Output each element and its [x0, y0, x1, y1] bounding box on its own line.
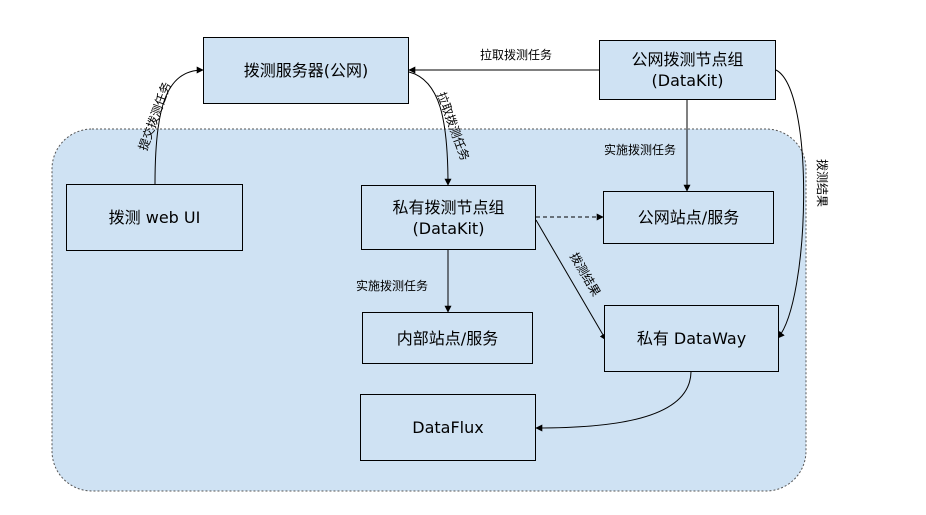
edge-result-right	[775, 69, 805, 339]
edge-label-pull-task-top: 拉取拨测任务	[480, 48, 553, 62]
edge-pull-task-down	[408, 71, 452, 186]
edge-submit-task	[154, 66, 204, 185]
public-site-node: 公网站点/服务	[603, 191, 774, 244]
edge-label-exec-task-internal: 实施拨测任务	[356, 279, 429, 293]
edge-result-mid	[535, 219, 607, 341]
public-probe-group-node: 公网拨测节点组 (DataKit)	[599, 40, 776, 100]
dataflux-label: DataFlux	[412, 418, 484, 437]
private-dataway-node: 私有 DataWay	[604, 305, 779, 372]
edge-label-result-right: 拨测结果	[815, 158, 829, 207]
web-ui-node: 拨测 web UI	[66, 184, 243, 251]
internal-site-node: 内部站点/服务	[362, 312, 533, 364]
edge-label-exec-task-public: 实施拨测任务	[604, 143, 677, 157]
probe-server-label: 拨测服务器(公网)	[243, 61, 369, 80]
private-probe-group-label-2: (DataKit)	[412, 218, 485, 238]
web-ui-label: 拨测 web UI	[108, 208, 201, 227]
private-probe-group-label-1: 私有拨测节点组	[392, 197, 505, 217]
private-dataway-label: 私有 DataWay	[636, 329, 747, 348]
dataflux-node: DataFlux	[360, 394, 536, 461]
public-probe-group-label-1: 公网拨测节点组	[631, 50, 744, 69]
internal-site-label: 内部站点/服务	[396, 328, 499, 348]
probe-server-node: 拨测服务器(公网)	[203, 37, 409, 104]
public-site-label: 公网站点/服务	[637, 208, 740, 227]
public-probe-group-label-2: (DataKit)	[651, 71, 724, 90]
private-probe-group-node: 私有拨测节点组 (DataKit)	[361, 185, 536, 250]
edge-dataway-to-dataflux	[535, 371, 692, 432]
